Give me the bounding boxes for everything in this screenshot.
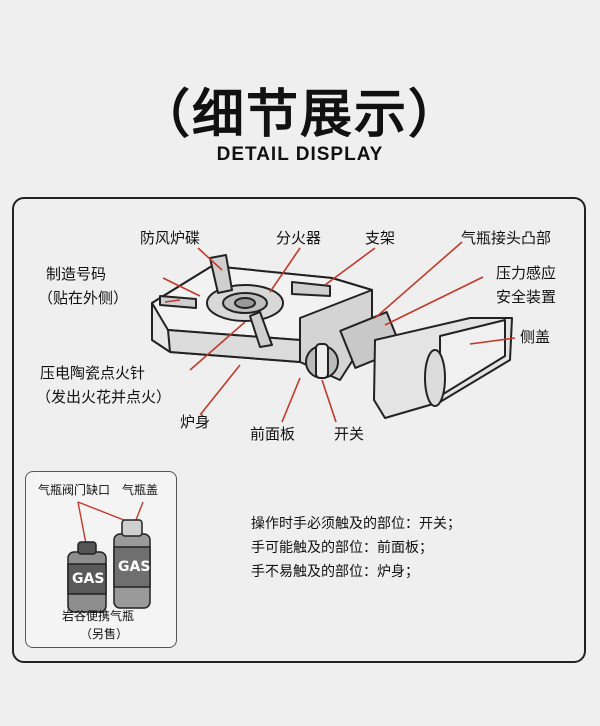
- gas-can-inset: 气瓶阀门缺口 气瓶盖 GAS GAS 岩谷便携气瓶 （另售）: [25, 471, 177, 648]
- label-gas-connector: 气瓶接头凸部: [461, 229, 552, 247]
- label-pressure-2: 安全装置: [496, 288, 557, 306]
- label-serial-2: （贴在外侧）: [38, 289, 129, 307]
- gas-cans-illustration: [67, 501, 151, 613]
- label-valve-notch: 气瓶阀门缺口: [38, 483, 111, 497]
- label-support: 支架: [365, 229, 396, 247]
- support-fin-3: [159, 295, 197, 309]
- page-subtitle: DETAIL DISPLAY: [216, 144, 384, 165]
- label-can-cap: 气瓶盖: [122, 483, 159, 497]
- gas-label-front: GAS: [72, 571, 105, 587]
- label-side-cover: 侧盖: [520, 328, 551, 346]
- page-title: （细节展示）: [137, 85, 462, 145]
- inset-caption-2: （另售）: [80, 627, 129, 641]
- label-burner: 分火器: [276, 229, 322, 247]
- note-line: 手可能触及的部位：前面板；: [251, 540, 433, 556]
- label-igniter-2: （发出火花并点火）: [36, 388, 172, 406]
- label-serial-1: 制造号码: [46, 265, 107, 283]
- diagram-panel: [12, 197, 586, 663]
- label-igniter-1: 压电陶瓷点火针: [40, 364, 146, 382]
- gas-label-back: GAS: [118, 559, 151, 575]
- label-pressure-1: 压力感应: [496, 264, 557, 282]
- support-fin-4: [249, 311, 273, 348]
- support-fin-2: [291, 281, 331, 297]
- label-front-panel: 前面板: [250, 425, 296, 443]
- label-switch: 开关: [334, 425, 365, 443]
- safety-notes: 操作时手必须触及的部位：开关； 手可能触及的部位：前面板； 手不易触及的部位：炉…: [251, 512, 461, 584]
- label-body: 炉身: [180, 413, 211, 431]
- note-line: 手不易触及的部位：炉身；: [251, 564, 419, 580]
- note-line: 操作时手必须触及的部位：开关；: [251, 516, 461, 532]
- label-windshield: 防风炉碟: [140, 229, 201, 247]
- inset-caption-1: 岩谷便携气瓶: [62, 609, 135, 623]
